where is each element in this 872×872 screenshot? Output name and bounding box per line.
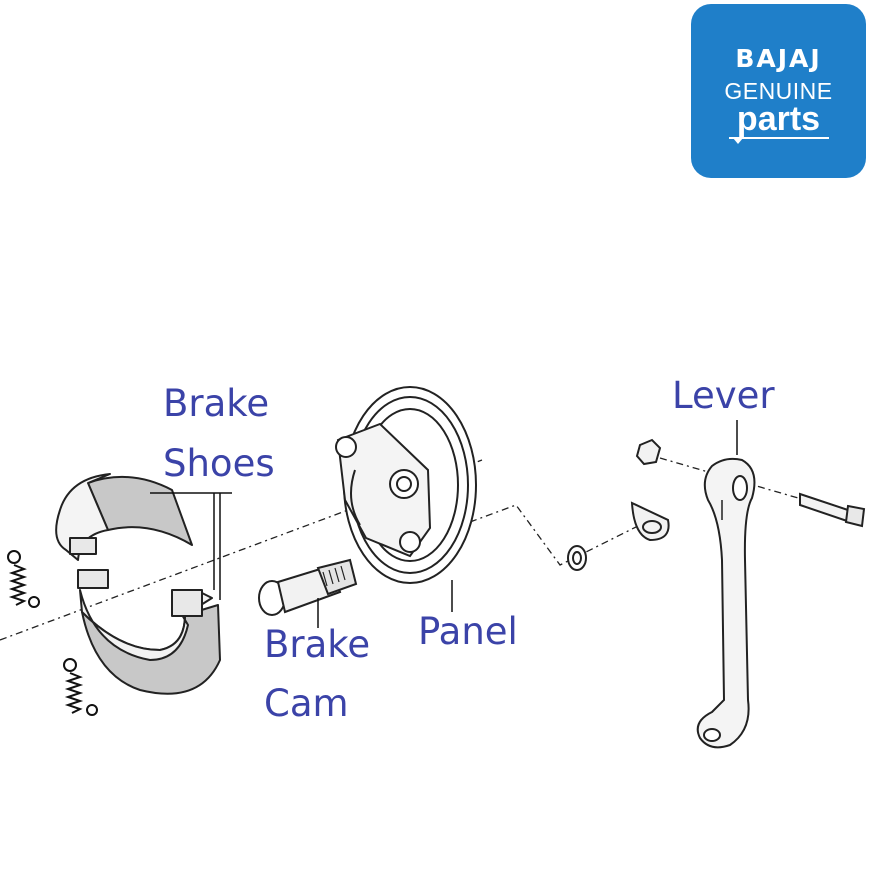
panel-label: Panel [418,610,518,653]
washer [567,545,587,571]
return-spring-upper [7,550,40,608]
logo-underline [729,137,829,139]
brake-panel-part [335,386,477,584]
lever-hardware [567,438,866,571]
brake-cam-label-line1: Brake [264,623,371,666]
lever-bolt [799,492,852,524]
brake-cam-part [258,558,358,616]
panel-to-lever-line [469,504,641,566]
upper-shoe-lining [87,475,193,546]
brake-lever-part [696,457,756,749]
callout-leaders [150,420,738,628]
upper-shoe-tip [69,537,97,555]
logo-brand-text: BAJAJ [735,44,822,73]
brake-shoes-leader [150,492,232,600]
lever-axis-line [659,457,806,501]
lower-shoe-tip [77,569,109,589]
lever-label: Lever [672,374,775,417]
logo-parts-text: parts [736,100,821,138]
brake-shoes-label-line2: Shoes [163,442,275,485]
logo-genuine-text: GENUINE [724,78,833,104]
brake-shoes-label-line1: Brake [163,382,270,425]
return-spring-lower [63,658,98,716]
brake-cam-label-line2: Cam [264,682,349,725]
lever-nut [635,438,662,466]
shoe-end-block [171,589,203,617]
logo-arrow-icon [733,138,743,144]
bajaj-genuine-parts-logo: BAJAJ GENUINE parts [691,4,866,178]
brake-shoes-part [55,473,221,695]
